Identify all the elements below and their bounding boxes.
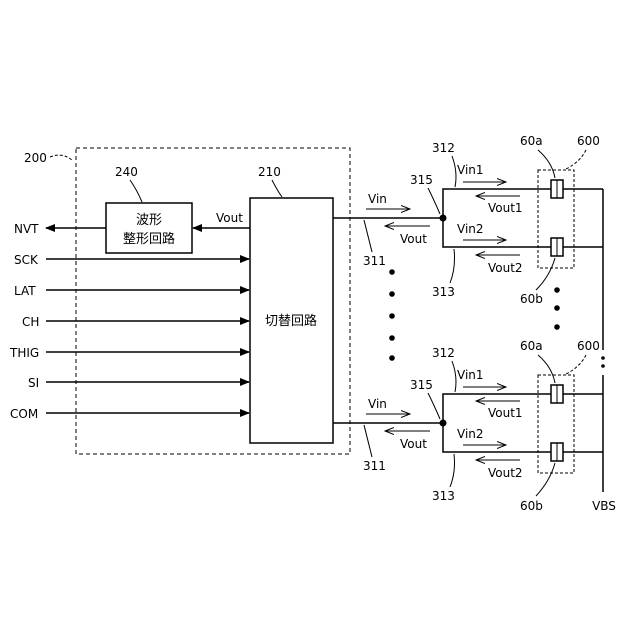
input-label-com: COM [10,407,38,421]
switching-block-label: 切替回路 [265,313,317,329]
channel-top: Vin Vout 311 315 312 313 Vin1 Vout1 Vin2… [333,134,603,306]
vbs-label: VBS [592,499,616,513]
input-label-sck: SCK [14,253,39,267]
vin2-label-bottom: Vin2 [457,427,484,441]
vin-label-top: Vin [368,192,387,206]
vout2-label-bottom: Vout2 [488,466,523,480]
ellipsis-dots-vbs [601,356,605,368]
channel-bottom: Vin Vout 311 315 312 313 Vin1 Vout1 Vin2… [333,339,603,513]
ref-312-leader-bottom [452,361,456,392]
waveform-block-label-line1: 波形 [136,213,162,228]
vout-internal-label: Vout [216,211,243,225]
input-label-si: SI [28,376,39,390]
ref-60b-leader-top [536,258,555,290]
ref-600-leader-top [566,150,586,169]
vin1-label-top: Vin1 [457,163,484,177]
ref-313-bottom: 313 [432,489,455,503]
ref-311-top: 311 [363,254,386,268]
vin-label-bottom: Vin [368,397,387,411]
ref-210-leader [272,180,282,197]
ellipsis-dots-wires [389,269,395,361]
ref-313-leader-top [450,249,455,283]
ref-311-leader-top [364,220,372,252]
ref-312-leader-top [452,156,456,187]
ref-315-bottom: 315 [410,378,433,392]
ref-313-leader-bottom [450,454,455,487]
ref-600-bottom: 600 [577,339,600,353]
ref-240-leader [130,180,142,202]
vout1-label-top: Vout1 [488,201,523,215]
ref-200-leader [50,155,72,160]
vout1-label-bottom: Vout1 [488,406,523,420]
nvt-label: NVT [14,222,39,236]
ref-200: 200 [24,151,47,165]
ref-315-top: 315 [410,173,433,187]
ref-315-leader-top [428,188,440,214]
input-signals: SCK LAT CH THIG SI COM [9,253,249,421]
ref-60a-leader-bottom [538,355,555,383]
ref-60b-top: 60b [520,292,543,306]
input-label-thig: THIG [9,346,39,360]
ref-312-bottom: 312 [432,346,455,360]
vout2-label-top: Vout2 [488,261,523,275]
waveform-block-label-line2: 整形回路 [123,231,175,247]
ref-60a-leader-top [538,150,555,178]
vout-label-top: Vout [400,232,427,246]
ref-60a-bottom: 60a [520,339,543,353]
ref-60a-top: 60a [520,134,543,148]
input-label-lat: LAT [14,284,36,298]
ref-60b-leader-bottom [536,463,555,496]
ellipsis-dots-piezo [554,287,560,330]
vin1-label-bottom: Vin1 [457,368,484,382]
ref-312-top: 312 [432,141,455,155]
ref-210: 210 [258,165,281,179]
ref-60b-bottom: 60b [520,499,543,513]
wire-312-bottom [443,394,603,423]
ref-600-top: 600 [577,134,600,148]
ref-313-top: 313 [432,285,455,299]
ref-315-leader-bottom [428,393,440,419]
vout-label-bottom: Vout [400,437,427,451]
ref-311-leader-bottom [364,425,372,457]
ref-600-leader-bottom [566,355,586,374]
vin2-label-top: Vin2 [457,222,484,236]
input-label-ch: CH [22,315,39,329]
ref-311-bottom: 311 [363,459,386,473]
wire-312-top [443,189,603,218]
ref-240: 240 [115,165,138,179]
